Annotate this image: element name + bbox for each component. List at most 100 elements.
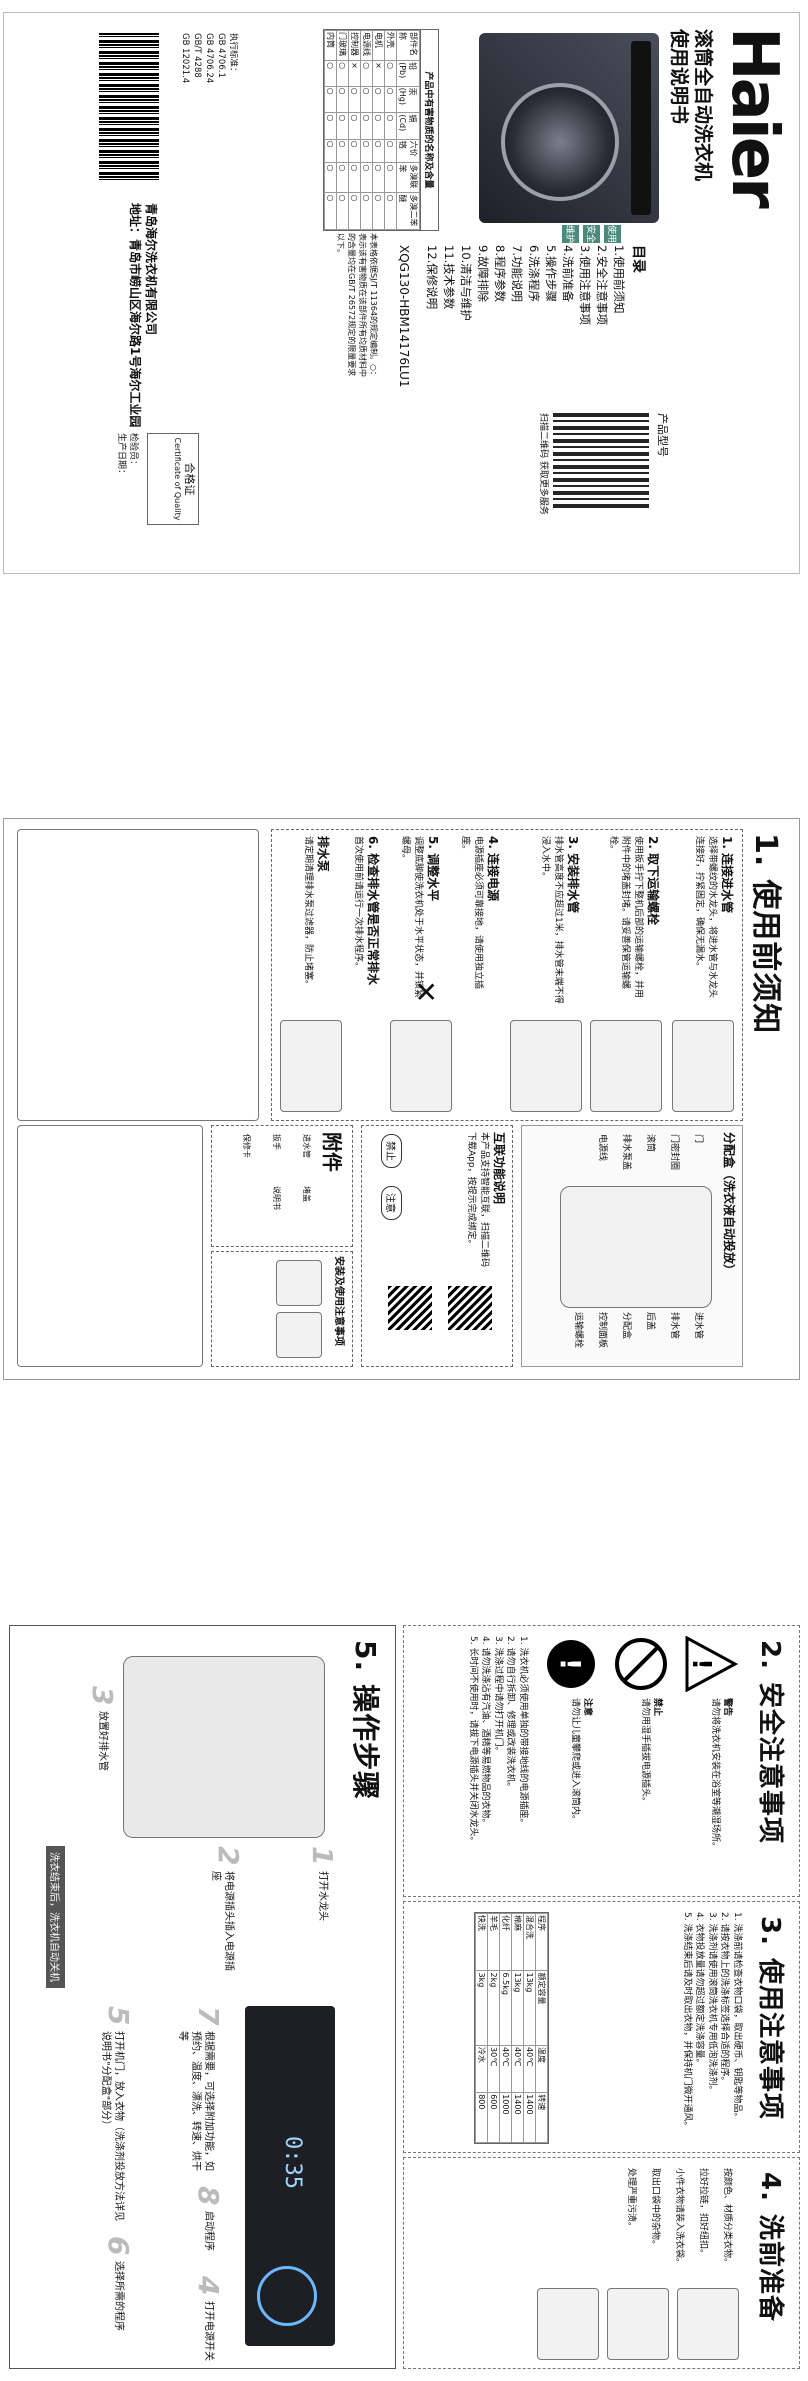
standard-item: GB 12021.4 <box>180 33 190 84</box>
toc-item[interactable]: 11.技术参数 <box>442 245 456 310</box>
sort-clothes-illustration <box>677 2288 739 2360</box>
table-cell: ○ <box>372 86 385 113</box>
auto-off-hint: 洗衣结束后，洗衣机自动关机 <box>46 1846 65 1988</box>
rear-view-diagram <box>17 829 259 1121</box>
qr-code-icon[interactable] <box>388 1286 432 1330</box>
section-number: 2. <box>755 1640 785 1670</box>
toc-item[interactable]: 5.操作步骤 <box>544 245 558 302</box>
toc-item[interactable]: 7.功能说明 <box>510 245 524 302</box>
program-knob[interactable] <box>257 2266 317 2326</box>
table-row: 控制器 × ○ ○ ○ ○ ○ <box>348 30 361 230</box>
list-item: 2. 请勿自行拆卸、修理或改装洗衣机。 <box>505 1636 516 1792</box>
table-cell: ○ <box>324 86 337 113</box>
caution-icon: ! <box>547 1640 595 1688</box>
prep-list: 按颜色、材质分类衣物。 拉好拉链，扣好纽扣。 小件衣物请装入洗衣袋。 取出口袋中… <box>619 2168 739 2278</box>
spec-grid: 部件名称 铅(Pb) 汞(Hg) 镉(Cd) 六价铬 多溴联苯 多溴二苯醚 外壳… <box>324 30 420 230</box>
cert-fields: 检验员： 生产日期： <box>115 433 139 478</box>
product-model-label: 产品型号 <box>656 413 669 457</box>
qr-code-icon[interactable] <box>448 1286 492 1330</box>
toc-item[interactable]: 2.安全注意事项 <box>595 245 609 325</box>
part-label: 后盖 <box>645 1312 655 1331</box>
parts-title: 分配盒（洗衣液自动投放） <box>722 1132 736 1277</box>
title-line-1: 滚筒全自动洗衣机 <box>692 29 714 182</box>
section-title: 使用注意事项 <box>755 1957 785 2120</box>
warn-text: 请勿将洗衣机安装在浴室等潮湿场所。 <box>710 1698 720 1852</box>
table-cell: ○ <box>360 192 373 230</box>
part-label: 电源线 <box>597 1134 607 1162</box>
table-cell: ○ <box>384 112 397 140</box>
list-item: 1. 洗涤前请检查衣物口袋，取出硬币、钥匙等物品。 <box>732 1912 742 2122</box>
step-heading: 4. 连接电源 <box>486 836 500 902</box>
step-number: 8 <box>192 2186 225 2206</box>
part-label: 排水管 <box>669 1312 679 1340</box>
control-panel[interactable]: 0:35 <box>245 2006 335 2346</box>
install-notes-title: 安装及使用注意事项 <box>333 1256 344 1346</box>
service-title: 互联功能说明 <box>492 1132 506 1205</box>
step-number: 6 <box>102 2236 135 2256</box>
table-header: 六价铬 <box>396 139 420 163</box>
section-heading: 2.安全注意事项 <box>754 1640 791 1844</box>
table-row: 内筒 ○ ○ ○ ○ ○ ○ <box>324 30 337 230</box>
step-number: 5 <box>102 2006 135 2026</box>
part-label: 门密封圈 <box>669 1134 679 1171</box>
table-cell: 内筒 <box>324 30 337 61</box>
cross-icon: ✕ <box>409 980 442 1004</box>
part-label: 分配盒 <box>621 1312 631 1340</box>
toc-item[interactable]: 9.故障排除 <box>476 245 490 302</box>
table-cell: 化纤 <box>499 1913 512 1971</box>
table-header: 多溴二苯醚 <box>396 192 420 230</box>
table-header: 温度 <box>535 2045 548 2093</box>
table-cell: ○ <box>384 139 397 163</box>
safety-list: 1. 洗衣机必须使用单独的带接地线的电源插座。 2. 请勿自行拆卸、修理或改装洗… <box>467 1636 530 1886</box>
table-cell: 控制器 <box>348 30 361 61</box>
toc-title: 目录 <box>630 245 646 273</box>
list-item: 取出口袋中的杂物。 <box>650 2168 660 2250</box>
washer-diagram <box>560 1186 712 1308</box>
toc-tag: 安全 <box>583 225 600 243</box>
table-cell: ○ <box>360 60 373 87</box>
toc-tags: 使用 安全 维护 <box>558 225 621 243</box>
list-item: 按颜色、材质分类衣物。 <box>722 2168 732 2268</box>
table-cell: ○ <box>372 192 385 230</box>
time-display: 0:35 <box>280 2136 305 2189</box>
company-name: 青岛海尔洗衣机有限公司 <box>144 203 158 336</box>
table-cell: ○ <box>360 86 373 113</box>
section-title: 使用前须知 <box>748 879 783 1035</box>
toc-item[interactable]: 1.使用前须知 <box>612 245 626 314</box>
table-cell: ○ <box>360 112 373 140</box>
drain-illustration <box>510 1020 582 1112</box>
step-heading: 排水泵 <box>316 836 330 873</box>
note-badge: 禁止 <box>381 1134 402 1168</box>
toc-item[interactable]: 3.使用注意事项 <box>578 245 592 325</box>
toc-item[interactable]: 4.洗前准备 <box>561 245 575 302</box>
accessories-panel: 附件 进水管 堵盖 扳手 说明书 保修卡 <box>211 1125 353 1247</box>
section-number: 1. <box>748 833 783 868</box>
step-heading: 3. 安装排水管 <box>566 836 580 914</box>
product-title: 滚筒全自动洗衣机 使用说明书 <box>667 29 715 181</box>
table-cell: ○ <box>372 112 385 140</box>
table-cell: 40℃ <box>511 2045 524 2093</box>
table-cell: ○ <box>360 162 373 193</box>
step-number: 7 <box>192 2006 225 2026</box>
toc-item[interactable]: 12.保修说明 <box>425 245 439 310</box>
section-heading: 5.操作步骤 <box>347 1640 387 1800</box>
list-item: 5. 洗涤结束后请及时取出衣物，并保持机门微开通风。 <box>682 1912 692 2131</box>
section-operation: 5.操作步骤 1 打开水龙头 2 将电源插头插入电源插座 3 放置好排水管 洗衣… <box>9 1625 396 2369</box>
qr-code-icon[interactable] <box>553 413 649 509</box>
part-label: 控制面板 <box>597 1312 607 1349</box>
parts-panel: 分配盒（洗衣液自动投放） 门 门密封圈 滚筒 排水泵盖 电源线 进水管 排水管 … <box>521 1125 743 1367</box>
step-text: 请定期清理排水泵过滤器，防止堵塞。 <box>303 836 313 990</box>
table-cell: 门玻璃 <box>336 30 349 61</box>
toc-item[interactable]: 10.清洁与维护 <box>459 245 473 321</box>
step-heading: 2. 取下运输螺栓 <box>646 836 660 926</box>
toc-item[interactable]: 6.洗涤程序 <box>527 245 541 302</box>
table-header: 铅(Pb) <box>396 60 420 87</box>
quality-certificate: 合格证 Certificate of Quality <box>147 433 199 525</box>
toc-tag: 使用 <box>604 225 621 243</box>
table-cell: 电机 <box>372 30 385 61</box>
table-cell: ○ <box>324 192 337 230</box>
toc-item[interactable]: 8.程序参数 <box>493 245 507 302</box>
list-item: 3. 洗涤过程中请勿打开机门。 <box>493 1636 503 1756</box>
table-header: 部件名称 <box>396 30 420 61</box>
part-label: 滚筒 <box>645 1134 655 1153</box>
